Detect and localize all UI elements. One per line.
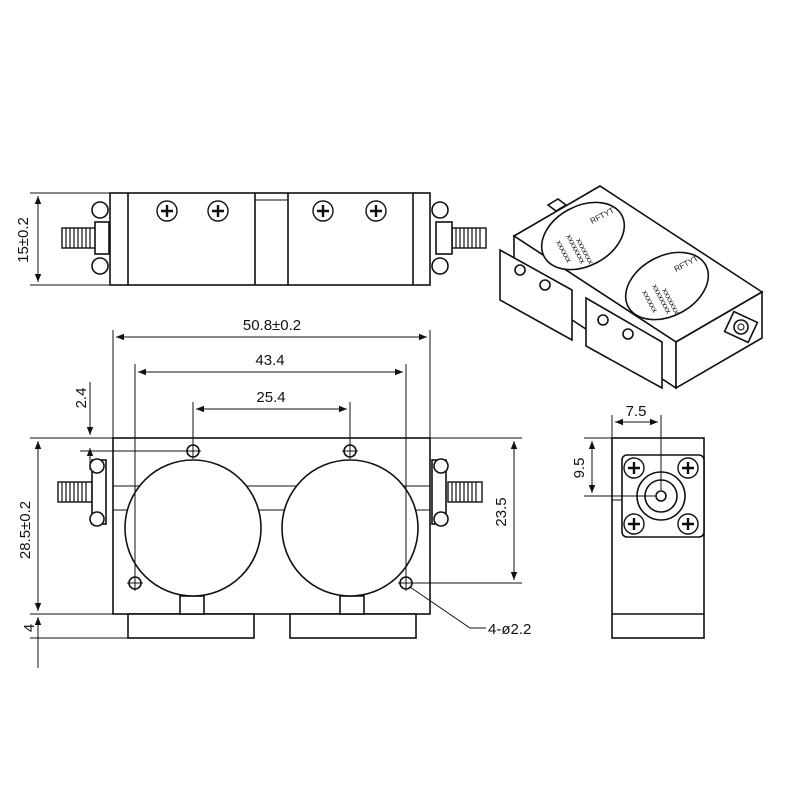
- screw-icon: [155, 199, 179, 223]
- end-view: 7.5 9.5: [571, 403, 705, 639]
- dim-hole-span-outer: 43.4: [255, 352, 284, 369]
- circulator-disk-right: [281, 459, 419, 597]
- dim-hole-span-vertical: 23.5: [493, 497, 510, 526]
- dim-connector-offset-y: 9.5: [571, 458, 588, 479]
- dim-overall-width: 28.5±0.2: [17, 501, 34, 559]
- left-connector-side: [61, 201, 110, 275]
- lid-right: RFTYT xxxxxxx xxxxxxxx xxxxxx: [624, 251, 710, 321]
- dim-edge-offset: 2.4: [73, 388, 90, 409]
- top-view: 50.8±0.2 43.4 25.4 2.4 28.5±0.2 4 23.5: [17, 317, 531, 668]
- circulator-disk-left: [124, 459, 262, 597]
- dim-hole-span-inner: 25.4: [256, 389, 285, 406]
- screw-icon: [206, 199, 230, 223]
- lid-left: RFTYT xxxxxxx xxxxxxxx xxxxxx: [540, 201, 626, 271]
- dim-mounting-holes: 4-ø2.2: [488, 621, 531, 638]
- dim-overall-length: 50.8±0.2: [243, 317, 301, 334]
- dim-height-side: 15±0.2: [15, 217, 32, 263]
- dim-connector-offset-x: 7.5: [626, 403, 647, 420]
- screw-icon: [364, 199, 388, 223]
- isometric-view: RFTYT xxxxxxx xxxxxxxx xxxxxx RFTYT xxxx…: [499, 185, 764, 390]
- right-connector-side: [431, 201, 487, 275]
- dim-base-height: 4: [21, 624, 38, 632]
- side-view: 15±0.2: [15, 192, 487, 286]
- screw-icon: [311, 199, 335, 223]
- right-connector-top: [431, 458, 483, 527]
- left-connector-top: [57, 458, 107, 527]
